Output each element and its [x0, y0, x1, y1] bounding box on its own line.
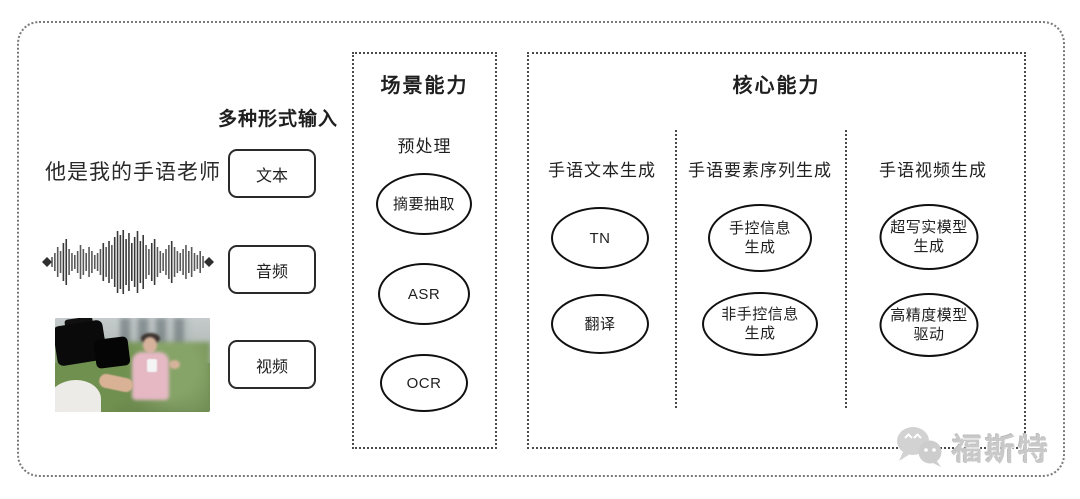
node-label: 生成: [744, 239, 776, 256]
node-label: 生成: [913, 238, 945, 255]
wechat-icon: [897, 427, 942, 467]
photo-reporter-head-shape: [143, 337, 157, 353]
scene-box-title: 场景能力: [380, 75, 469, 97]
input-type-video-box: 视频: [228, 340, 316, 389]
photo-camera-lens-shape: [93, 336, 131, 369]
node-label: TN: [589, 229, 611, 247]
node-translation: 翻译: [551, 294, 649, 354]
node-tn: TN: [551, 207, 649, 269]
input-section-title: 多种形式输入: [217, 109, 338, 130]
node-label: 手控信息: [728, 220, 791, 237]
node-manual-info-generation: 手控信息 生成: [708, 204, 812, 272]
photo-photographer-shoulder-shape: [55, 380, 101, 412]
node-label: 摘要抽取: [392, 195, 455, 213]
input-type-video-label: 视频: [255, 358, 288, 376]
input-type-text-box: 文本: [228, 149, 316, 198]
node-label: ASR: [407, 285, 441, 303]
watermark: 福斯特: [893, 424, 1051, 470]
outer-frame: [17, 21, 1065, 477]
column-header-element-sequence-generation: 手语要素序列生成: [688, 161, 832, 180]
sample-sentence: 他是我的手语老师: [45, 161, 221, 184]
node-label: 翻译: [584, 315, 616, 333]
node-label: OCR: [406, 374, 442, 392]
node-label: 非手控信息: [721, 306, 799, 323]
column-divider: [675, 130, 677, 408]
input-type-audio-label: 音频: [255, 263, 288, 281]
core-capability-box: 核心能力 手语文本生成 手语要素序列生成 手语视频生成 TN 翻译 手控信息 生…: [527, 52, 1026, 449]
node-non-manual-info-generation: 非手控信息 生成: [702, 292, 818, 356]
preprocessing-label: 预处理: [397, 137, 452, 156]
node-hyperrealistic-model-generation: 超写实模型 生成: [879, 204, 979, 270]
column-header-text-generation: 手语文本生成: [548, 161, 656, 180]
input-type-text-label: 文本: [255, 167, 288, 185]
node-summary-extraction: 摘要抽取: [376, 173, 472, 235]
node-ocr: OCR: [380, 354, 468, 412]
photo-reporter-hand-shape: [169, 360, 180, 369]
node-asr: ASR: [378, 263, 470, 325]
audio-waveform-icon: [42, 230, 214, 294]
input-type-audio-box: 音频: [228, 245, 316, 294]
node-high-precision-model-driving: 高精度模型 驱动: [879, 293, 979, 357]
node-label: 生成: [744, 325, 776, 342]
core-box-title: 核心能力: [732, 75, 821, 97]
scene-capability-box: 场景能力 预处理 摘要抽取 ASR OCR: [352, 52, 497, 449]
node-label: 超写实模型: [890, 219, 968, 236]
node-label: 高精度模型: [890, 307, 968, 324]
node-label: 驱动: [913, 326, 945, 343]
column-divider: [845, 130, 847, 408]
column-header-video-generation: 手语视频生成: [879, 161, 987, 180]
watermark-text: 福斯特: [952, 434, 1051, 467]
photo-microphone-badge-shape: [147, 359, 157, 372]
video-sample-photo: [55, 318, 210, 412]
